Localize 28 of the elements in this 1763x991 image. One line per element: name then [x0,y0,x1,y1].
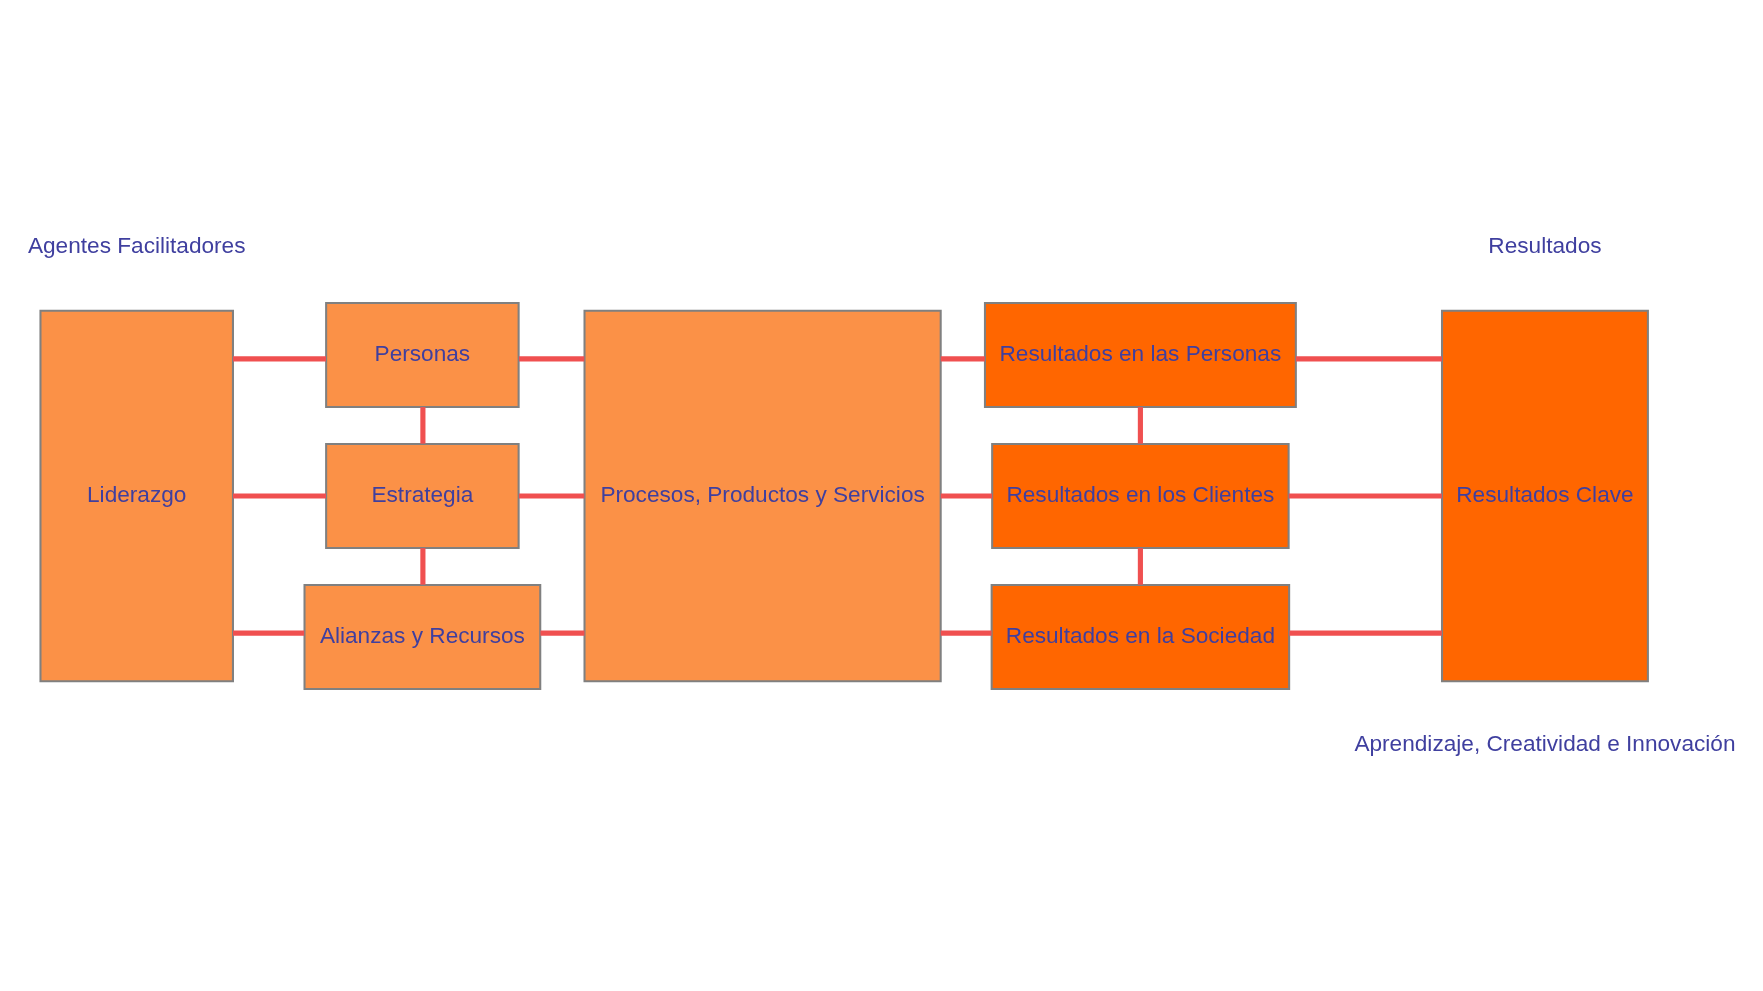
node-box: Resultados en los Clientes [991,442,1290,549]
connector [518,492,585,499]
connector [518,355,585,361]
node-box: Procesos, Productos y Servicios [583,309,942,682]
connector [420,547,426,585]
connector [1289,630,1442,636]
label: Agentes Facilitadores [27,232,246,258]
connector [1137,406,1143,444]
node-box: Alianzas y Recursos [303,583,542,690]
connector [233,630,305,636]
connector [233,492,326,499]
connector [940,355,985,361]
connector [233,355,326,361]
connector [1295,355,1442,361]
connector [940,630,992,636]
node-box: Resultados en la Sociedad [990,583,1291,690]
connector [1288,492,1442,499]
label: Resultados [1488,232,1602,258]
node-box: Liderazgo [39,309,234,682]
node-box: Personas [325,301,520,408]
connector [940,492,993,499]
node-box: Resultados en las Personas [983,301,1297,408]
label: Aprendizaje, Creatividad e Innovación [1354,730,1736,756]
connector [540,630,585,636]
connector [420,406,426,444]
node-box: Estrategia [325,442,520,549]
connector [1137,547,1143,585]
node-box: Resultados Clave [1441,309,1649,682]
